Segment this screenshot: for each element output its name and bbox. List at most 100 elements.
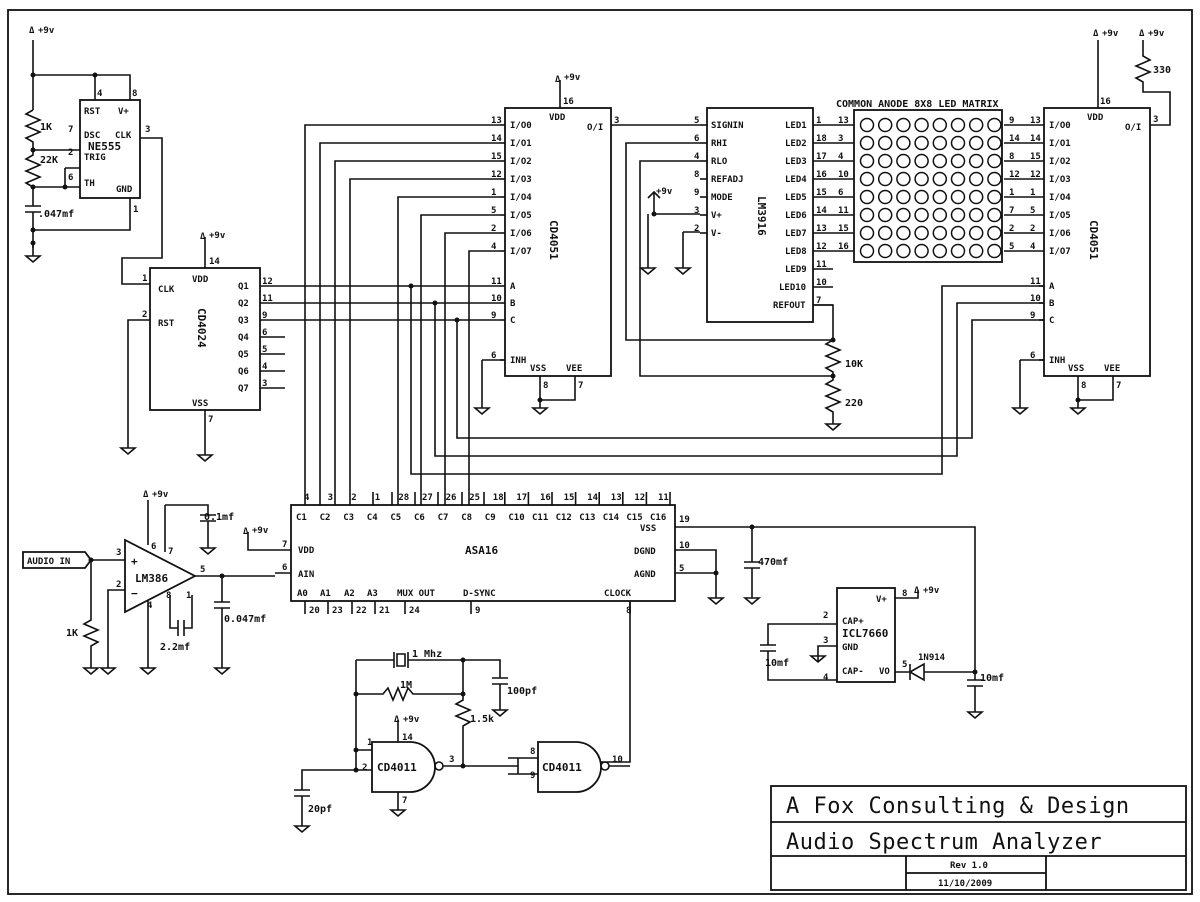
pin-number: 26 xyxy=(446,493,457,503)
svg-text:Δ: Δ xyxy=(200,232,206,242)
pin-number: 5 xyxy=(262,345,267,355)
c01-label: 0.1mf xyxy=(204,512,234,523)
matrix-led xyxy=(859,171,875,187)
matrix-led xyxy=(932,153,948,169)
pin-trig: TRIG xyxy=(84,153,106,163)
sheet-border xyxy=(7,9,1193,895)
pin-number: 12 xyxy=(816,242,827,252)
matrix-led xyxy=(932,243,948,259)
asa16-name: ASA16 xyxy=(465,544,498,557)
company-name: A Fox Consulting & Design xyxy=(786,794,1130,819)
pin-sel: A xyxy=(1049,282,1055,292)
c470-label: 470mf xyxy=(758,557,788,568)
pn: 3 xyxy=(823,636,828,646)
pn: 10 xyxy=(612,755,623,765)
matrix-pin: 8 xyxy=(1009,152,1014,162)
matrix-pin: 10 xyxy=(838,170,849,180)
pin-dsc: DSC xyxy=(84,131,100,141)
pin-number: 4 xyxy=(491,242,497,252)
pin-oi: O/I xyxy=(1125,123,1141,133)
pin-capm: CAP- xyxy=(842,667,864,677)
matrix-led xyxy=(950,225,966,241)
matrix-led xyxy=(896,225,911,241)
r330-label: 330 xyxy=(1153,65,1171,76)
pn: 4 xyxy=(147,601,153,611)
pn: 2 xyxy=(362,763,367,773)
pin-led6: LED6 xyxy=(785,211,807,221)
pin-number: 1 xyxy=(375,493,380,503)
matrix-led xyxy=(968,171,984,187)
pin-number: 9 xyxy=(694,188,699,198)
pin-led10: LED10 xyxy=(779,283,806,293)
pin-number: 13 xyxy=(491,116,502,126)
pn: 1 xyxy=(142,274,147,284)
pin-dgnd: DGND xyxy=(634,547,656,557)
matrix-led xyxy=(877,189,893,205)
pin-channel: C1 xyxy=(296,513,307,523)
pin-number: 12 xyxy=(634,493,645,503)
pin-sel: A xyxy=(510,282,516,292)
pin-v+: V+ xyxy=(711,211,722,221)
matrix-pin: 14 xyxy=(1009,134,1020,144)
pin-number: 8 xyxy=(626,606,631,616)
pin-a1: A1 xyxy=(320,589,331,599)
matrix-led xyxy=(914,117,929,133)
matrix-led xyxy=(950,171,966,187)
pn: 10 xyxy=(679,541,690,551)
pn: 14 xyxy=(402,733,413,743)
matrix-led xyxy=(914,225,929,241)
pin-number: 2 xyxy=(351,493,356,503)
matrix-led xyxy=(950,135,966,151)
pin-io: I/O7 xyxy=(1049,247,1071,257)
svg-text:Δ: Δ xyxy=(243,527,249,537)
matrix-led xyxy=(877,207,893,223)
asa16-chip: C14C23C32C41C528C627C726C825C918C1017C11… xyxy=(243,492,976,763)
pin-number: 5 xyxy=(694,116,699,126)
pin-vss: VSS xyxy=(530,364,546,374)
pin-number: 4 xyxy=(694,152,700,162)
matrix-led xyxy=(859,243,875,259)
pin-number: 24 xyxy=(409,606,420,616)
pn: 1 xyxy=(186,591,191,601)
matrix-led xyxy=(859,189,875,205)
matrix-pin: 2 xyxy=(1009,224,1014,234)
pn: 7 xyxy=(68,125,73,135)
pin-number: 3 xyxy=(328,493,333,503)
pn: 6 xyxy=(282,563,287,573)
matrix-pin: 13 xyxy=(838,116,849,126)
lm3916-name: LM3916 xyxy=(755,196,768,236)
pin-sel: C xyxy=(1049,316,1054,326)
pin-number: 12 xyxy=(262,277,273,287)
r220-label: 220 xyxy=(845,398,863,409)
pin-channel: C9 xyxy=(485,513,496,523)
pin-vo: VO xyxy=(879,667,890,677)
pin-number: 14 xyxy=(1030,134,1041,144)
matrix-pin: 12 xyxy=(1009,170,1020,180)
pin-number: 4 xyxy=(1030,242,1036,252)
pin-number: 6 xyxy=(262,328,267,338)
pin-number: 18 xyxy=(493,493,504,503)
matrix-led xyxy=(877,135,893,151)
pin-io: I/O6 xyxy=(1049,229,1071,239)
matrix-led xyxy=(896,171,911,187)
c10b-label: 10mf xyxy=(980,673,1004,684)
pin-vss: VSS xyxy=(1068,364,1084,374)
matrix-pin: 7 xyxy=(1009,206,1014,216)
pin-number: 3 xyxy=(262,379,267,389)
c20p-label: 20pf xyxy=(308,804,332,815)
pin-number: 17 xyxy=(816,152,827,162)
pin-vplus: V+ xyxy=(118,107,129,117)
pin-io: I/O3 xyxy=(510,175,532,185)
pin-number: 13 xyxy=(1030,116,1041,126)
pin-number: 6 xyxy=(1030,351,1035,361)
c047-label: .047mf xyxy=(38,209,74,220)
pin-a3: A3 xyxy=(367,589,378,599)
matrix-led xyxy=(968,207,984,223)
pin-capp: CAP+ xyxy=(842,617,864,627)
pin-number: 6 xyxy=(694,134,699,144)
pn: 5 xyxy=(902,660,907,670)
pn: 7 xyxy=(282,540,287,550)
pn: 4 xyxy=(97,89,103,99)
pin-number: 5 xyxy=(1030,206,1035,216)
